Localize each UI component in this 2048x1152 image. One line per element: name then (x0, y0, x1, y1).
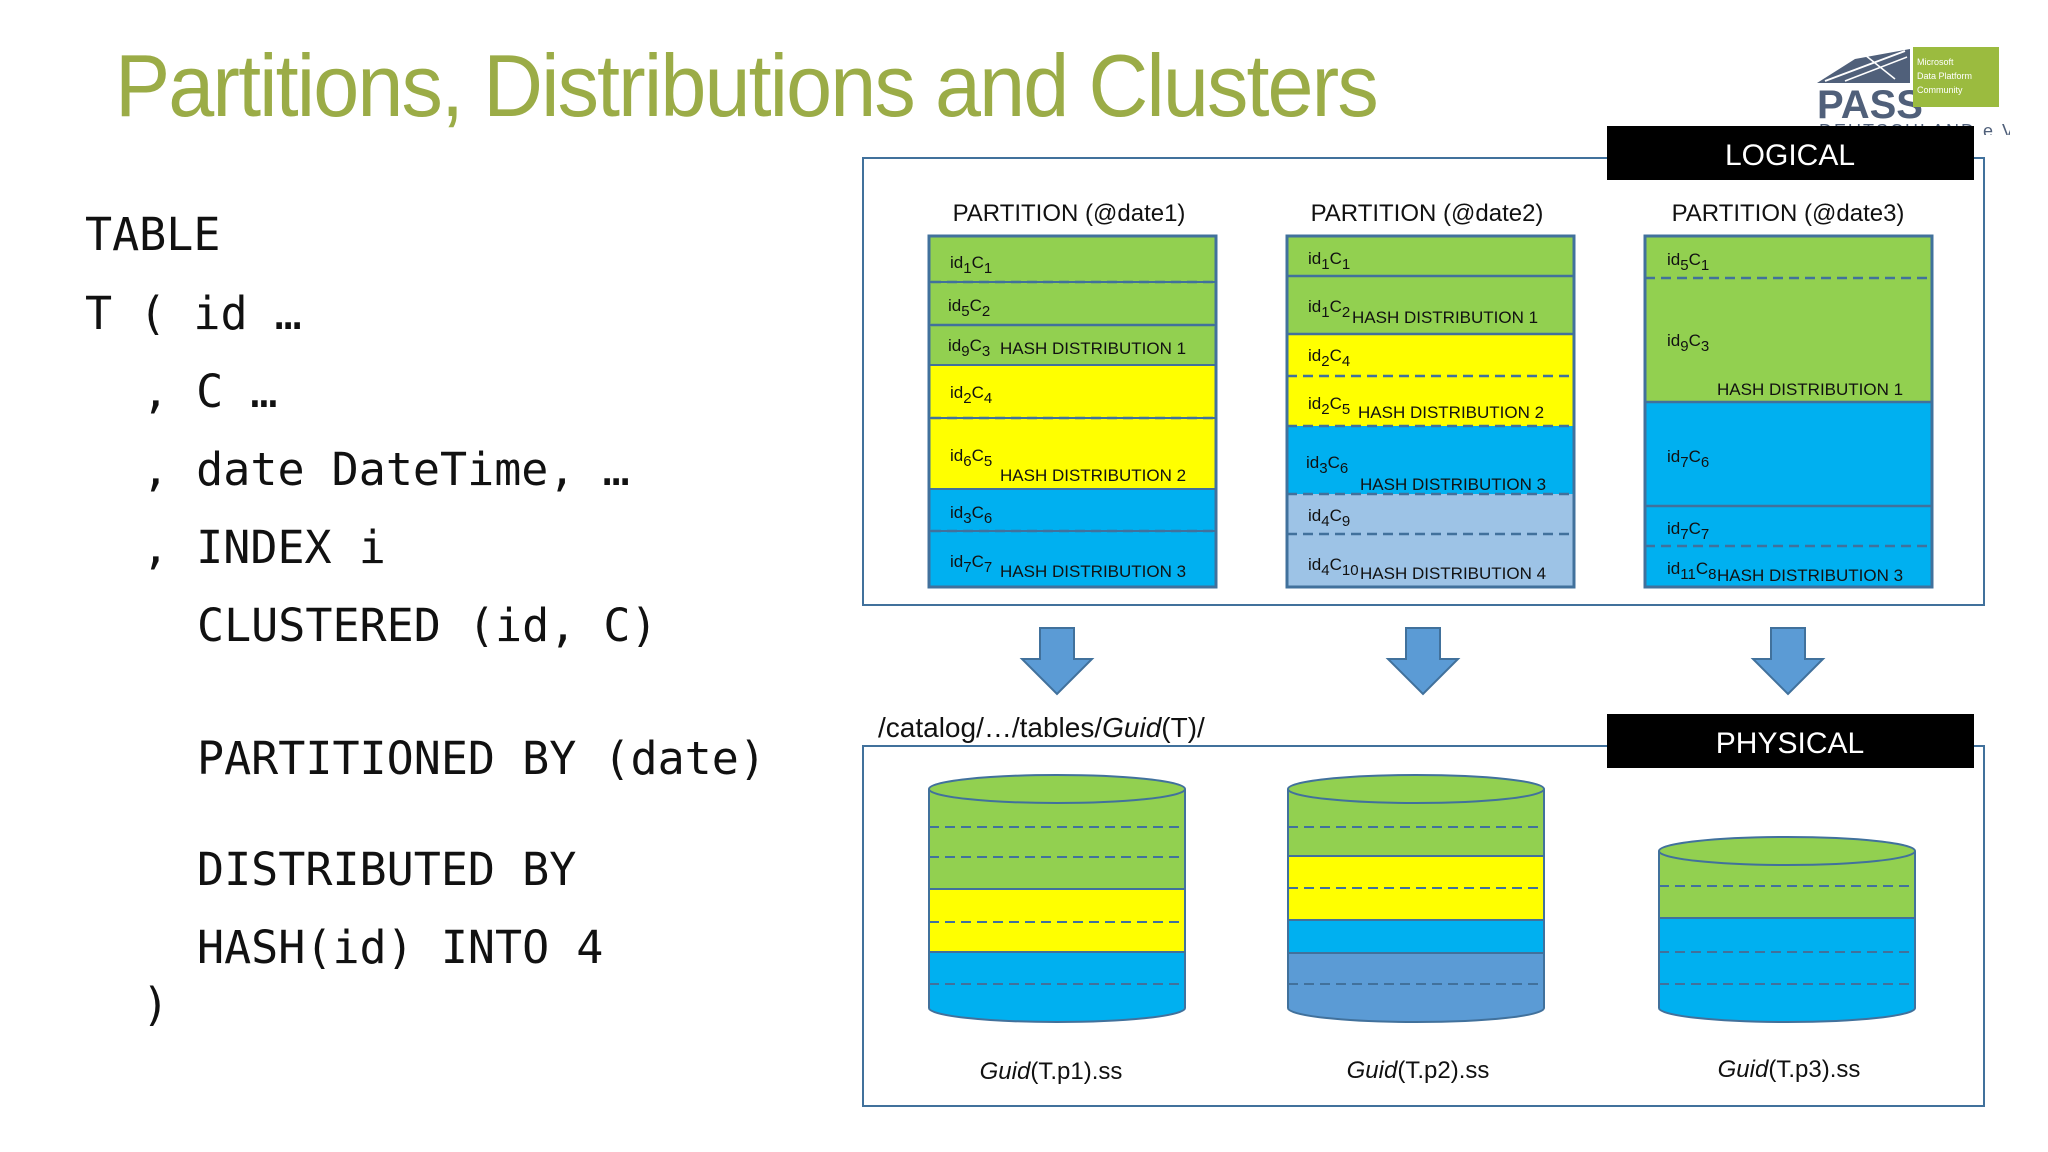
partition-3: PARTITION (@date3) id5C1 id9C3 id7C6 id7… (1643, 200, 1934, 589)
logical-badge (1607, 126, 1974, 180)
file-label-p2: Guid(T.p2).ss (1347, 1057, 1490, 1084)
p3-row-5-label: id11C8 (1667, 559, 1716, 583)
p2-hash-4: HASH DISTRIBUTION 4 (1360, 564, 1546, 583)
p2-hash-3: HASH DISTRIBUTION 3 (1360, 475, 1546, 494)
p2-hash-1: HASH DISTRIBUTION 1 (1352, 308, 1538, 327)
partition-1: PARTITION (@date1) id1C1 id5C2 id9C3 id2… (927, 200, 1218, 589)
p2-row-6-label: id4C9 (1308, 506, 1350, 530)
physical-frame (862, 745, 1985, 1107)
down-arrow-icon (1019, 627, 1095, 696)
p3-row-2-label: id9C3 (1667, 331, 1709, 355)
p1-hash-2: HASH DISTRIBUTION 2 (1000, 466, 1186, 485)
file-label-p3: Guid(T.p3).ss (1718, 1056, 1861, 1083)
p1-row-7-label: id7C7 (950, 552, 992, 576)
p3-row-1 (1645, 236, 1932, 278)
physical-label: PHYSICAL (1716, 727, 1864, 760)
catalog-path-prefix: /catalog/…/tables/ (878, 712, 1102, 743)
partition-2-title: PARTITION (@date2) (1311, 200, 1544, 227)
p1-row-2-label: id5C2 (948, 296, 990, 320)
p2-hash-2: HASH DISTRIBUTION 2 (1358, 403, 1544, 422)
code-line-3: , C … (142, 365, 278, 418)
p2-row-1-label: id1C1 (1308, 249, 1350, 273)
code-line-9: HASH(id) INTO 4 (197, 921, 604, 974)
p3-hash-1: HASH DISTRIBUTION 1 (1717, 380, 1903, 399)
p2-row-7 (1287, 534, 1574, 587)
p2-row-6 (1287, 494, 1574, 534)
p1-row-7 (928, 530, 1217, 588)
code-line-2: T ( id … (85, 287, 302, 340)
p2-row-1 (1287, 236, 1574, 276)
code-line-6: CLUSTERED (id, C) (197, 599, 658, 652)
code-line-8: DISTRIBUTED BY (197, 843, 577, 896)
p2-row-2 (1287, 276, 1574, 334)
logical-frame (862, 157, 1985, 606)
p1-row-6 (928, 488, 1217, 532)
p3-row-2 (1645, 278, 1932, 402)
p2-row-3 (1287, 334, 1574, 376)
code-line-1: TABLE (85, 208, 221, 261)
p2-row-2-label: id1C2 (1308, 297, 1350, 321)
code-line-10: ) (142, 978, 170, 1031)
file-label-p1: Guid(T.p1).ss (980, 1058, 1123, 1085)
p2-row-5-label: id3C6 (1306, 453, 1348, 477)
partition-3-title: PARTITION (@date3) (1672, 200, 1905, 227)
p3-row-5 (1645, 546, 1932, 587)
cylinder-p1-icon (928, 774, 1186, 1023)
p3-hash-2: HASH DISTRIBUTION 3 (1717, 566, 1903, 585)
slide-title: Partitions, Distributions and Clusters (115, 36, 1379, 135)
physical-badge (1607, 714, 1974, 768)
p3-row-3 (1645, 402, 1932, 506)
down-arrow-icon (1750, 627, 1826, 696)
p1-row-6-label: id3C6 (950, 503, 992, 527)
p2-row-5 (1287, 426, 1574, 494)
p1-row-5-label: id6C5 (950, 446, 992, 470)
catalog-path-guid: Guid (1102, 712, 1163, 743)
p2-row-4 (1287, 376, 1574, 426)
logical-label: LOGICAL (1725, 139, 1855, 172)
logo-box-text: Microsoft Data Platform Community (1917, 57, 1973, 95)
p1-row-1-label: id1C1 (950, 253, 992, 277)
logo-text: PASS (1817, 83, 1923, 127)
p3-row-4-label: id7C7 (1667, 519, 1709, 543)
partition-1-rows: id1C1 id5C2 id9C3 id2C4 id6C5 id3C6 id7C… (927, 234, 1218, 589)
p1-row-3 (928, 324, 1217, 366)
logo-graphic-icon (1817, 49, 1910, 83)
partition-1-title: PARTITION (@date1) (953, 200, 1186, 227)
p1-row-3-label: id9C3 (948, 336, 990, 360)
code-line-4: , date DateTime, … (142, 443, 630, 496)
p1-hash-3: HASH DISTRIBUTION 3 (1000, 562, 1186, 581)
p1-hash-1: HASH DISTRIBUTION 1 (1000, 339, 1186, 358)
cylinder-p3-icon (1658, 836, 1916, 1023)
down-arrow-icon (1385, 627, 1461, 696)
p2-row-3-label: id2C4 (1308, 346, 1350, 370)
p3-row-1-label: id5C1 (1667, 250, 1709, 274)
p2-row-4-label: id2C5 (1308, 394, 1350, 418)
catalog-path: /catalog/…/tables/Guid(T)/ (878, 712, 1205, 743)
p2-row-7-label: id4C10 (1308, 555, 1359, 579)
code-line-7: PARTITIONED BY (date) (197, 732, 766, 785)
catalog-path-suffix: (T)/ (1161, 712, 1205, 743)
p1-row-4-label: id2C4 (950, 383, 992, 407)
code-line-5: , INDEX i (142, 521, 386, 574)
partition-2: PARTITION (@date2) id1C1 id1C2 id2C4 id2… (1285, 200, 1576, 589)
p3-row-4 (1645, 506, 1932, 546)
p3-row-3-label: id7C6 (1667, 447, 1709, 471)
pass-logo: PASS DEUTSCHLAND e.V. Microsoft Data Pla… (1815, 45, 2010, 135)
logo-box (1913, 47, 1999, 107)
cylinder-p2-icon (1287, 774, 1545, 1023)
